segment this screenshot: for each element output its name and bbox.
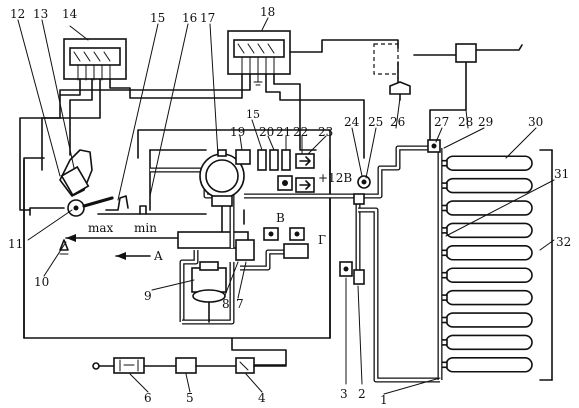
callout-28: 28 [458, 115, 473, 129]
label-zone-a: A [153, 249, 163, 263]
cylinder-bank [437, 155, 533, 373]
callout-8: 8 [222, 297, 230, 311]
callout-23: 23 [318, 125, 333, 139]
gas-cylinder [437, 177, 533, 194]
filler-valve [339, 261, 365, 285]
callout-14: 14 [62, 7, 78, 21]
evaporator-9 [191, 261, 227, 323]
valves-19-23: +12B [235, 149, 352, 193]
callout-2: 2 [358, 387, 366, 401]
callout-7: 7 [236, 297, 244, 311]
callout-9: 9 [144, 289, 152, 303]
cylinder-rack-32 [539, 149, 553, 381]
control-unit-14 [63, 38, 127, 81]
callout-15b: 15 [246, 108, 260, 121]
callout-27: 27 [434, 115, 449, 129]
control-unit-18 [227, 30, 291, 86]
callout-4: 4 [258, 391, 266, 405]
gas-cylinder [437, 289, 533, 306]
callout-19: 19 [230, 125, 245, 139]
callout-24: 24 [344, 115, 360, 129]
callout-13: 13 [33, 7, 48, 21]
label-plus12v: +12B [318, 171, 352, 185]
callout-5: 5 [186, 391, 194, 405]
callout-29: 29 [478, 115, 493, 129]
gas-cylinder [437, 334, 533, 351]
callout-1: 1 [380, 393, 388, 407]
callout-10: 10 [34, 275, 49, 289]
gas-cylinder [437, 200, 533, 216]
leader-lines [17, 17, 555, 395]
callout-11: 11 [8, 237, 23, 251]
label-zone-g: Г [318, 233, 326, 247]
callout-25: 25 [368, 115, 383, 129]
throttle-sensor [29, 149, 114, 255]
callout-12: 12 [10, 7, 25, 21]
max-min-scale: max min [65, 221, 181, 242]
callout-16: 16 [182, 11, 197, 25]
gas-cylinder [437, 267, 533, 283]
valve-29 [427, 139, 441, 153]
label-max: max [88, 221, 114, 235]
gas-cylinder [437, 222, 533, 239]
label-zone-b: B [276, 211, 285, 225]
gas-cylinder [437, 155, 533, 171]
callout-17: 17 [200, 11, 215, 25]
callout-20: 20 [259, 125, 274, 139]
callout-32: 32 [556, 235, 571, 249]
callout-numbers: 12 13 14 15 16 17 18 19 15 20 21 22 23 2… [8, 5, 571, 407]
sensor-26 [373, 43, 411, 101]
junction-24-25 [353, 175, 371, 205]
engine-outline [23, 129, 331, 339]
air-intake: A [115, 231, 249, 263]
callout-3: 3 [340, 387, 348, 401]
gas-cylinder [437, 312, 533, 328]
callout-26: 26 [390, 115, 405, 129]
callout-6: 6 [144, 391, 152, 405]
module-28 [455, 43, 477, 63]
gas-cylinder [437, 357, 533, 373]
lever-15-16 [97, 149, 207, 215]
label-min: min [134, 221, 157, 235]
callout-15: 15 [150, 11, 165, 25]
gas-cylinder [437, 245, 533, 261]
filter-assembly: B Г [235, 209, 326, 261]
callout-21: 21 [276, 125, 291, 139]
gas-main-line [150, 145, 440, 383]
callout-31: 31 [554, 167, 569, 181]
bottom-chain [92, 357, 287, 374]
reducer-17 [199, 149, 245, 233]
callout-18: 18 [260, 5, 275, 19]
callout-22: 22 [293, 125, 308, 139]
callout-30: 30 [528, 115, 543, 129]
